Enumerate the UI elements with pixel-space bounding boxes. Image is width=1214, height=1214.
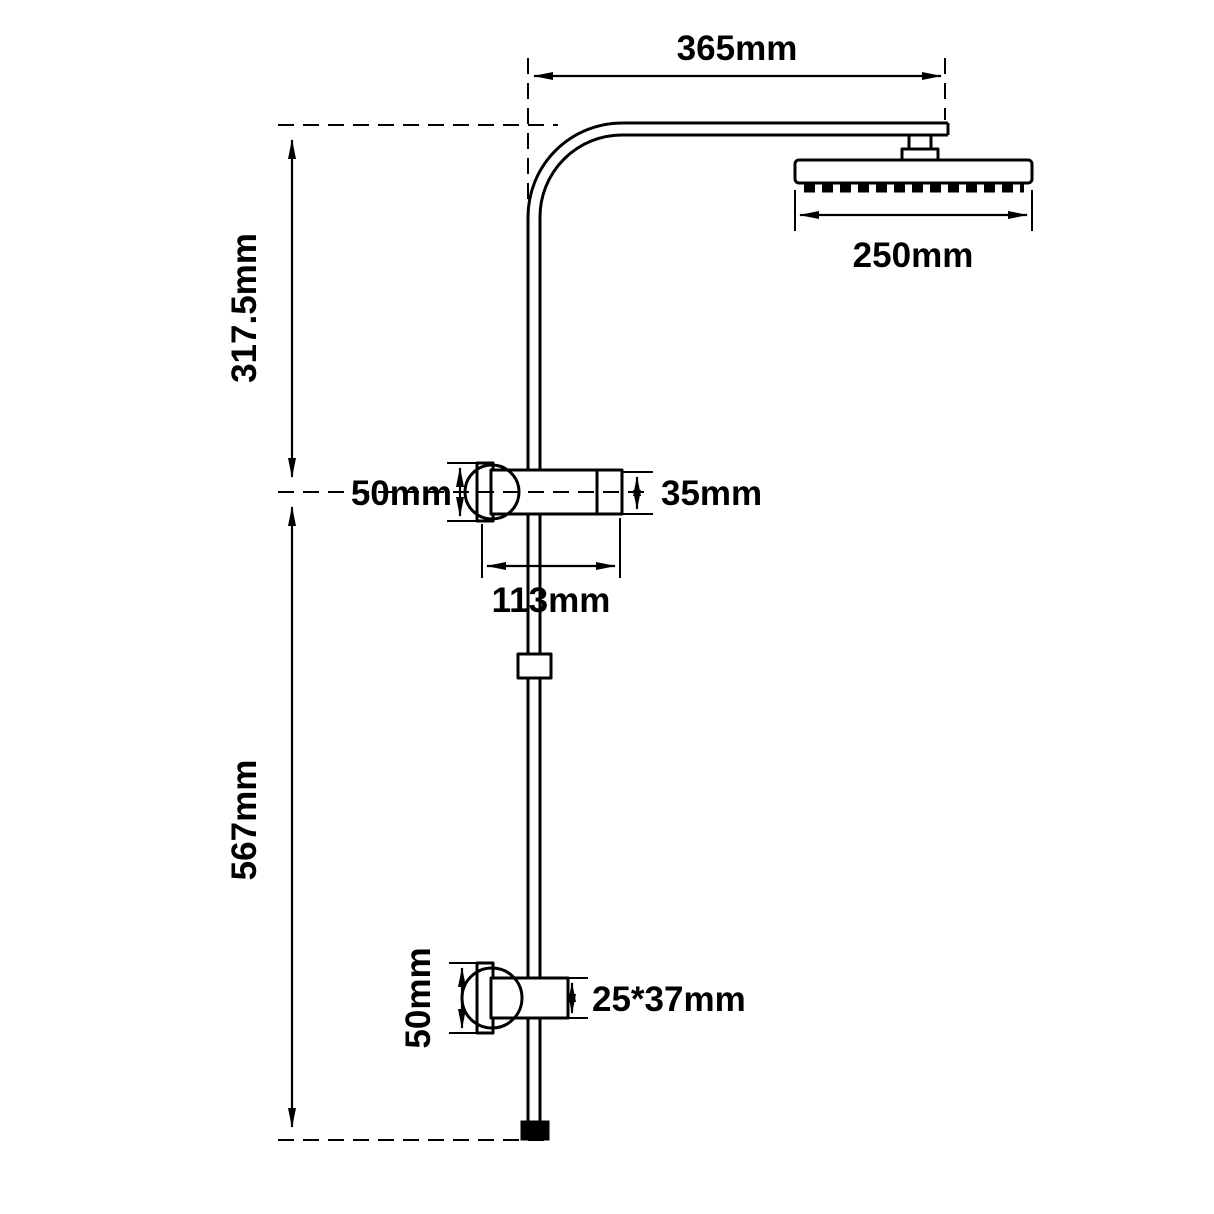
lower-bracket-body bbox=[489, 976, 570, 1020]
reference-lines bbox=[278, 58, 946, 1141]
rail-connector-sleeve bbox=[516, 652, 553, 680]
head-stub-neck bbox=[907, 133, 933, 151]
label-lower-bracket-height: 50mm bbox=[399, 947, 438, 1048]
label-upper-bracket-thickness: 35mm bbox=[661, 474, 762, 513]
label-lower-bracket-size: 25*37mm bbox=[592, 980, 746, 1019]
dimensions bbox=[288, 72, 1033, 1128]
label-head-width: 250mm bbox=[853, 236, 974, 275]
label-upper-bracket-length: 113mm bbox=[492, 581, 611, 620]
label-lower-height: 567mm bbox=[225, 760, 264, 881]
label-upper-height: 317.5mm bbox=[225, 233, 264, 383]
shower-head-plate bbox=[793, 158, 1034, 185]
rail-outer-edge bbox=[526, 121, 948, 1121]
dimension-labels: 365mm 250mm 317.5mm 567mm 50mm 35mm 113m… bbox=[225, 29, 973, 1049]
rail-bottom-cap bbox=[520, 1120, 550, 1141]
label-top-width: 365mm bbox=[677, 29, 798, 68]
fixture bbox=[460, 121, 1034, 1141]
upper-bracket-body bbox=[489, 468, 624, 516]
rail-inner-edge bbox=[538, 133, 948, 1121]
label-upper-bracket-height: 50mm bbox=[351, 474, 452, 513]
